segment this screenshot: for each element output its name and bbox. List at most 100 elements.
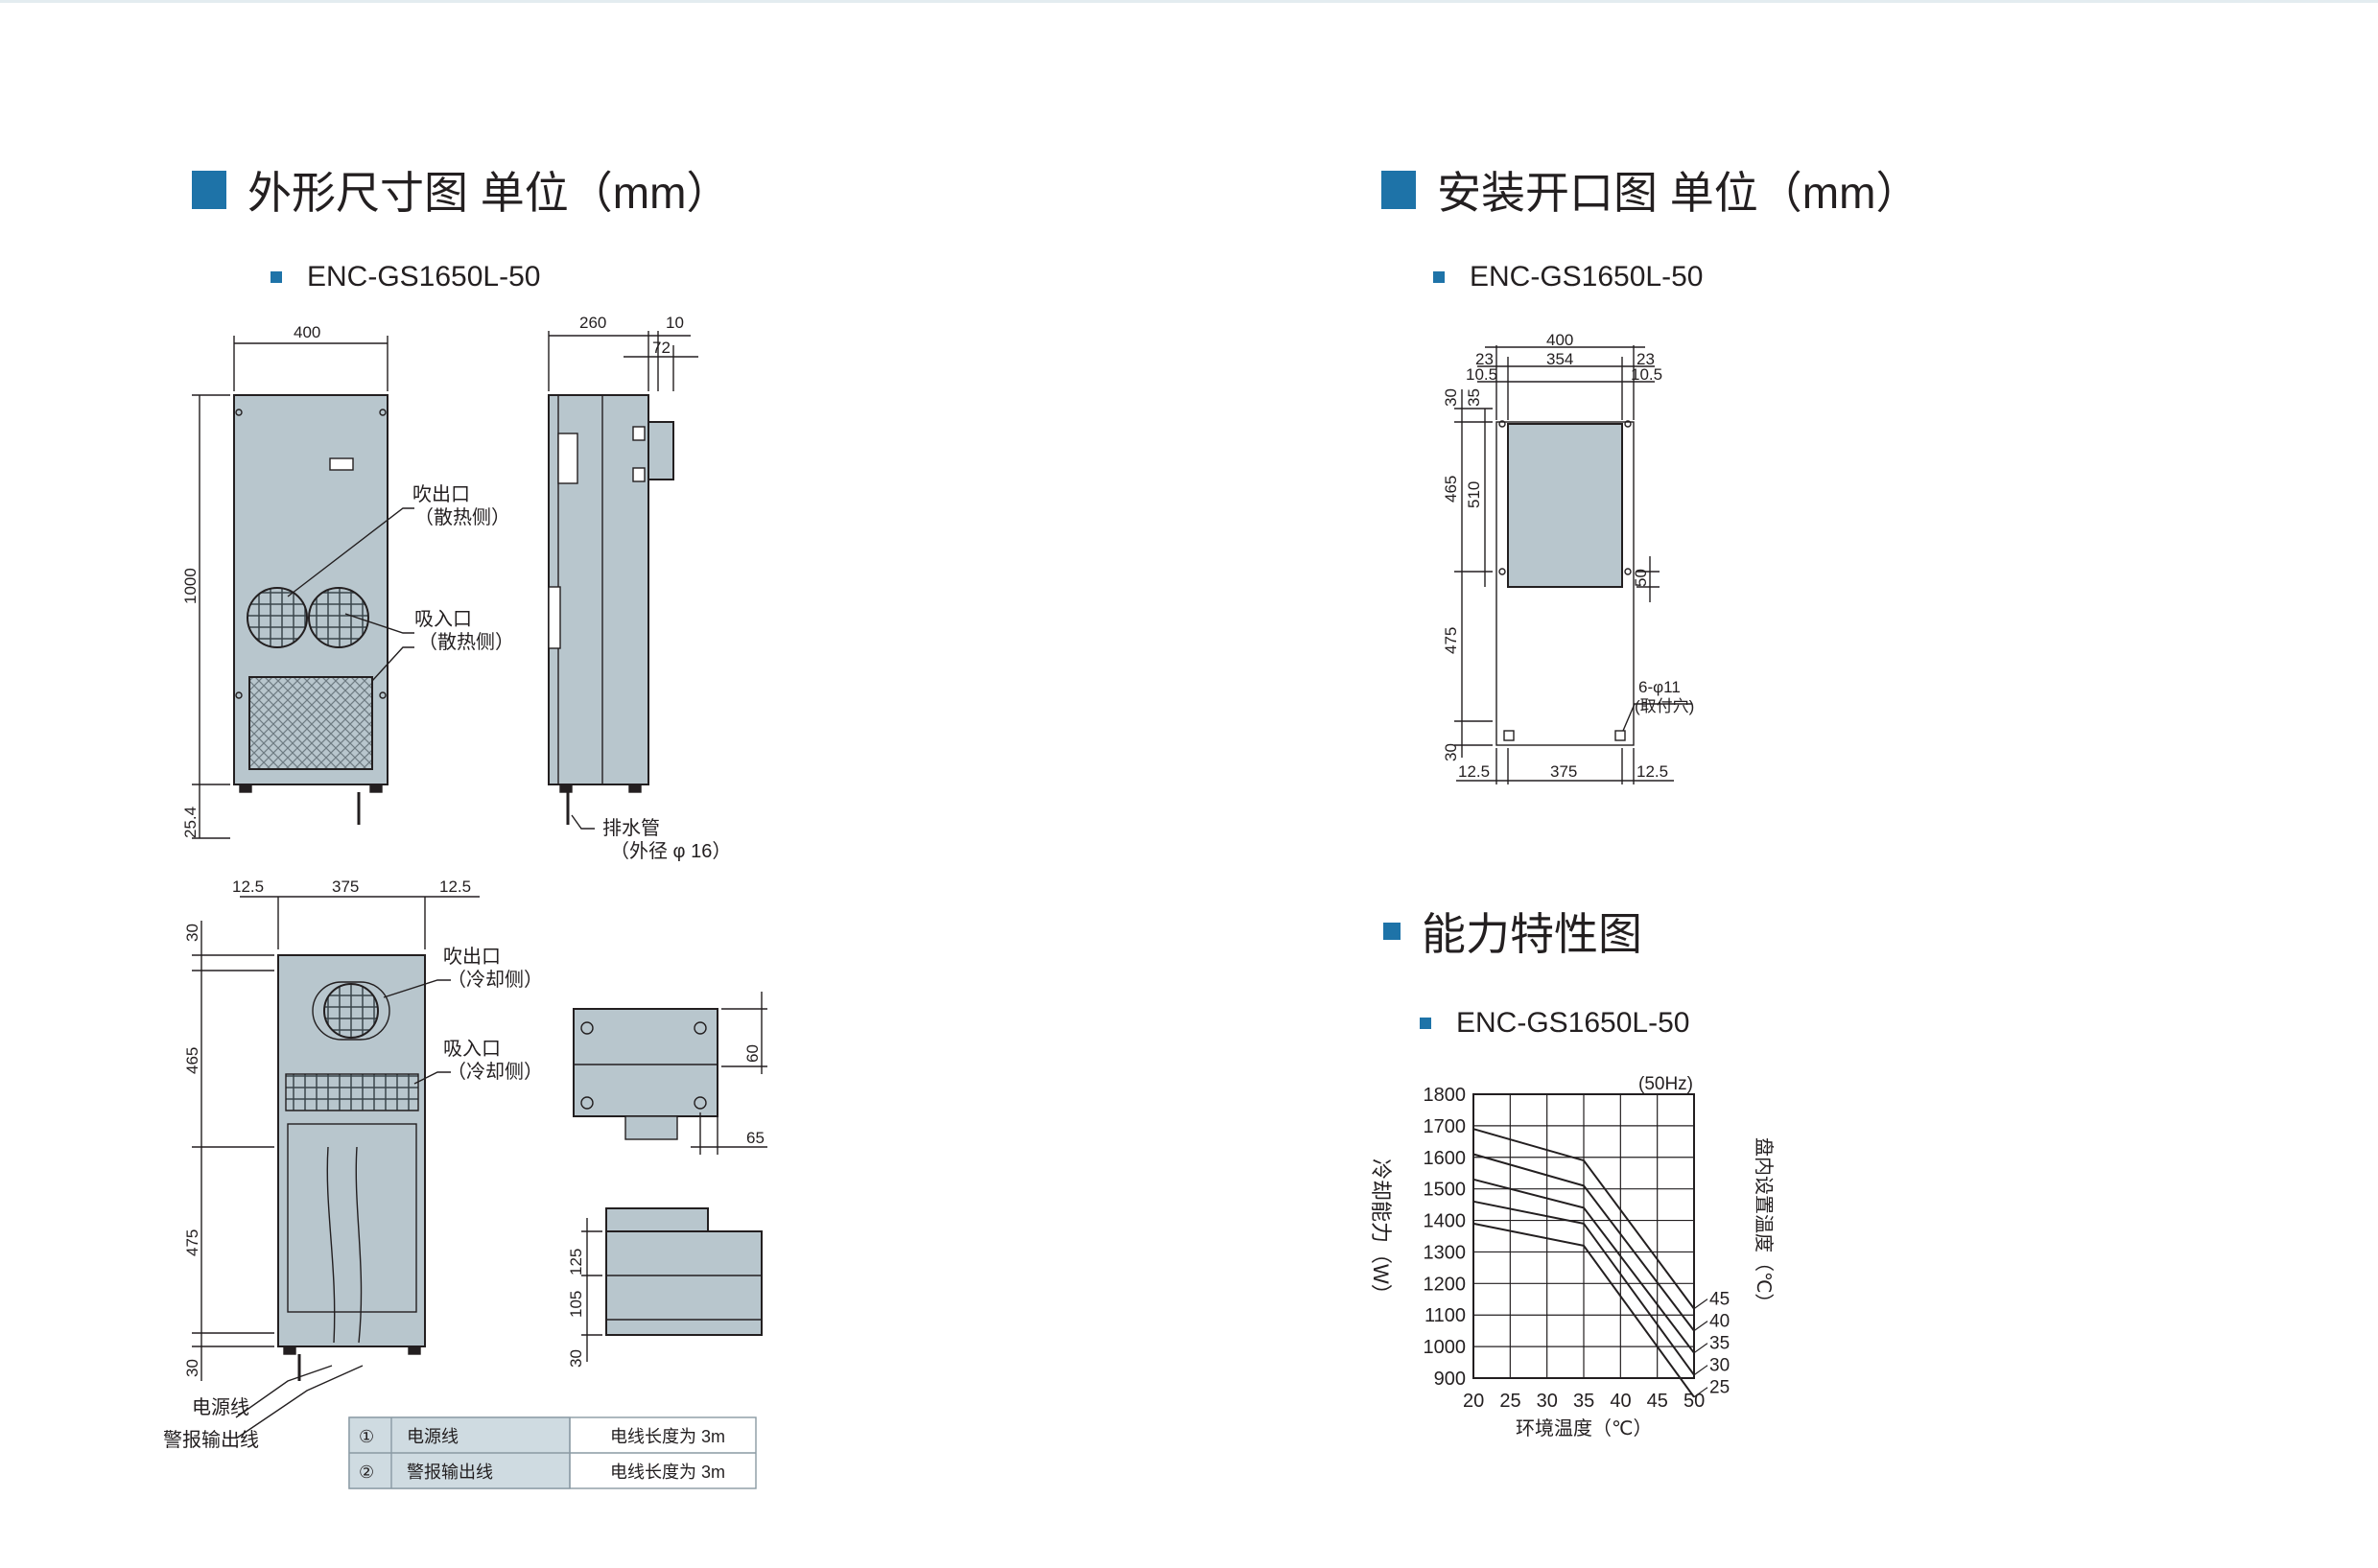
chart-ytick: 1400 — [1424, 1211, 1467, 1232]
back-outlet-label: 吹出口 — [443, 946, 501, 968]
chart-ytick: 1100 — [1424, 1305, 1466, 1326]
chart-ytick: 1300 — [1424, 1242, 1467, 1263]
dimension-labels: 400 1000 25.4 260 10 72 12.5 375 12.5 30… — [181, 314, 765, 1377]
table-row-2-name: 警报输出线 — [407, 1463, 493, 1482]
dim-465: 465 — [183, 1047, 201, 1074]
dim-105: 105 — [567, 1291, 585, 1318]
chart-ylabel-right: 盘内设置温度（℃） — [1753, 1137, 1775, 1312]
chart-series-label-35: 35 — [1709, 1334, 1730, 1354]
mount-hole — [379, 691, 387, 699]
capacity-heading: 能力特性图 — [1383, 900, 1642, 963]
front-outlet-side: （散热侧） — [414, 506, 510, 528]
chart-series-35 — [1472, 1178, 1695, 1354]
top-border — [0, 0, 2378, 3]
cut-dim-10-5-left: 10.5 — [1466, 365, 1497, 384]
chart-ytick: 1500 — [1424, 1180, 1467, 1201]
back-inlet-side: （冷却侧） — [447, 1061, 543, 1083]
chart-series-label-40: 40 — [1709, 1312, 1730, 1332]
dimensions-model: ENC-GS1650L-50 — [271, 261, 540, 293]
heading-square-icon — [192, 171, 226, 209]
chart-series-leader — [1693, 1321, 1708, 1332]
table-row-1-no: ① — [359, 1427, 374, 1446]
dim-30-top: 30 — [183, 924, 201, 942]
side-view — [548, 331, 698, 830]
bullet-icon — [1433, 271, 1445, 283]
mounting-heading: 安装开口图 单位（mm） — [1381, 158, 1919, 222]
dim-65: 65 — [746, 1129, 765, 1147]
cut-dim-30-bottom: 30 — [1442, 743, 1460, 761]
cable-table-lines — [348, 1416, 757, 1489]
drain-od-label: （外径 φ 16） — [610, 840, 731, 862]
dimensions-model-label: ENC-GS1650L-50 — [307, 261, 541, 293]
cut-dim-35: 35 — [1465, 388, 1483, 407]
bullet-icon — [271, 271, 282, 283]
chart-note: (50Hz) — [1638, 1074, 1693, 1094]
cut-dim-10-5-right: 10.5 — [1631, 365, 1662, 384]
heading-square-icon — [1381, 171, 1416, 209]
chart-xtick: 45 — [1647, 1391, 1668, 1412]
back-inlet-label: 吸入口 — [443, 1039, 501, 1060]
chart-series-25 — [1472, 1222, 1695, 1398]
cable-table: ① 电源线 电线长度为 3m ② 警报输出线 电线长度为 3m — [359, 1427, 725, 1482]
capacity-model-label: ENC-GS1650L-50 — [1456, 1007, 1690, 1039]
chart-series-45 — [1472, 1128, 1695, 1310]
foot-right — [369, 784, 383, 793]
dim-1000: 1000 — [181, 568, 200, 604]
callout-labels: 吹出口 （散热侧） 吸入口 （散热侧） 排水管 （外径 φ 16） 吹出口 （冷… — [163, 483, 731, 1451]
fan-grille-right — [308, 587, 369, 648]
bottom-view — [581, 1207, 763, 1362]
top-view — [573, 992, 767, 1155]
chart-series-leader — [1693, 1299, 1708, 1310]
dimensions-title: 外形尺寸图 单位（mm） — [247, 168, 731, 218]
bullet-icon — [1420, 1018, 1431, 1029]
chart-grid — [1472, 1093, 1695, 1379]
mount-hole — [235, 409, 243, 416]
cut-dim-475: 475 — [1442, 627, 1460, 654]
cut-dim-400: 400 — [1546, 331, 1573, 349]
cutout-labels: 400 354 23 23 10.5 10.5 30 35 465 510 50… — [1442, 331, 1694, 781]
chart-xtick: 25 — [1499, 1391, 1520, 1412]
chart-series-leader — [1693, 1387, 1708, 1398]
cutout-view — [1454, 345, 1692, 784]
table-row-1-name: 电源线 — [407, 1427, 459, 1446]
dim-475: 475 — [183, 1229, 201, 1256]
cut-dim-23-left: 23 — [1475, 350, 1494, 368]
fan-grille-left — [247, 587, 308, 648]
dim-25-4: 25.4 — [181, 807, 200, 838]
chart-series-30 — [1472, 1200, 1695, 1376]
chart-ytick: 1700 — [1424, 1116, 1467, 1137]
capacity-model: ENC-GS1650L-50 — [1420, 1007, 1689, 1040]
mounting-title: 安装开口图 单位（mm） — [1437, 168, 1920, 218]
mount-hole — [379, 409, 387, 416]
dim-60: 60 — [743, 1044, 762, 1063]
chart-ytick: 1000 — [1424, 1337, 1467, 1358]
chart-ytick: 900 — [1434, 1369, 1466, 1390]
dim-30: 30 — [567, 1349, 585, 1368]
alarm-cable-label: 警报输出线 — [163, 1429, 259, 1451]
chart-series-label-30: 30 — [1709, 1356, 1730, 1376]
chart-series-40 — [1472, 1153, 1695, 1332]
chart-xtick: 35 — [1573, 1391, 1594, 1412]
chart-xlabel: 环境温度（℃） — [1516, 1417, 1652, 1439]
mounting-model: ENC-GS1650L-50 — [1433, 261, 1703, 293]
front-outlet-label: 吹出口 — [412, 483, 470, 505]
front-inlet-label: 吸入口 — [414, 609, 472, 630]
dim-10: 10 — [666, 314, 684, 332]
dim-30-bottom: 30 — [183, 1359, 201, 1377]
dim-375: 375 — [332, 878, 359, 896]
table-row-2-no: ② — [359, 1463, 374, 1482]
drain-label: 排水管 — [602, 817, 660, 839]
cut-dim-12-5-left: 12.5 — [1458, 762, 1490, 781]
dimensions-heading: 外形尺寸图 单位（mm） — [192, 158, 730, 222]
mounting-model-label: ENC-GS1650L-50 — [1470, 261, 1704, 293]
dim-12-5-right: 12.5 — [439, 878, 471, 896]
hole-label: 6-φ11 — [1638, 678, 1681, 696]
hole-note: (取付穴) — [1635, 697, 1694, 715]
chart-xtick: 40 — [1610, 1391, 1631, 1412]
chart-series-label-25: 25 — [1709, 1378, 1730, 1398]
display-icon — [329, 457, 354, 471]
cut-dim-354: 354 — [1546, 350, 1573, 368]
back-outlet-side: （冷却侧） — [447, 969, 543, 991]
